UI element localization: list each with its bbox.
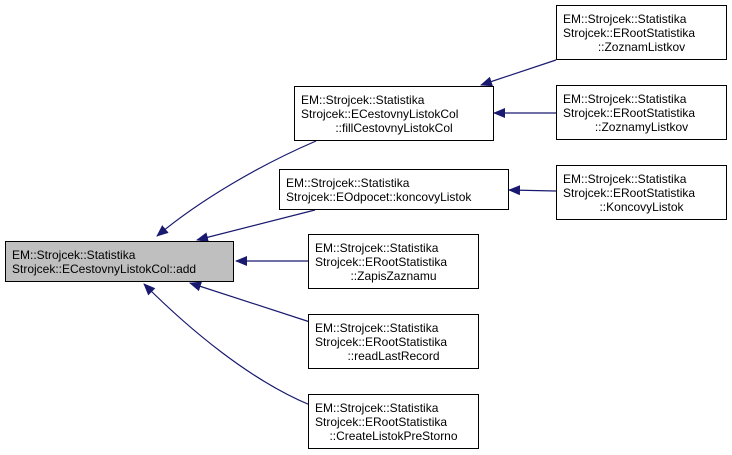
edge-fill-to-add (156, 140, 317, 237)
node-line: EM::Strojcek::Statistika (563, 91, 687, 106)
edge-readlast-to-add (189, 281, 311, 323)
node-line: Strojcek::ECestovnyListokCol::add (12, 261, 197, 276)
node-line: ::CreateListokPreStorno (329, 428, 458, 443)
node-line: Strojcek::ERootStatistika (563, 25, 696, 40)
node-line: Strojcek::ERootStatistika (315, 254, 448, 269)
node-line: ::ZapisZaznamu (350, 268, 437, 283)
node-add[interactable]: EM::Strojcek::Statistika Strojcek::ECest… (5, 241, 234, 282)
node-read-last-record[interactable]: EM::Strojcek::Statistika Strojcek::ERoot… (308, 314, 479, 369)
node-line: Strojcek::ERootStatistika (315, 334, 448, 349)
node-zapis-zaznamu[interactable]: EM::Strojcek::Statistika Strojcek::ERoot… (308, 234, 479, 289)
node-line: EM::Strojcek::Statistika (563, 171, 687, 186)
node-line: ::readLastRecord (347, 348, 440, 363)
node-line: ::fillCestovnyListokCol (335, 120, 453, 135)
node-line: ::KoncovyListok (599, 199, 684, 214)
node-line: ::ZoznamListkov (597, 39, 686, 54)
node-line: Strojcek::EOdpocet::koncovyListok (286, 189, 472, 204)
edge-odpocet-to-add (196, 209, 316, 243)
node-line: Strojcek::ERootStatistika (563, 185, 696, 200)
node-line: EM::Strojcek::Statistika (315, 240, 439, 255)
node-line: Strojcek::ECestovnyListokCol (301, 106, 459, 121)
node-line: EM::Strojcek::Statistika (12, 247, 136, 262)
node-line: EM::Strojcek::Statistika (315, 400, 439, 415)
node-zoznamy-listkov[interactable]: EM::Strojcek::Statistika Strojcek::ERoot… (556, 85, 727, 140)
node-fill-cestovny-listok-col[interactable]: EM::Strojcek::Statistika Strojcek::ECest… (294, 86, 494, 141)
node-root-koncovy-listok[interactable]: EM::Strojcek::Statistika Strojcek::ERoot… (556, 165, 727, 220)
node-eodpocet-koncovy-listok[interactable]: EM::Strojcek::Statistika Strojcek::EOdpo… (279, 169, 509, 210)
edge-create-to-add (143, 283, 311, 406)
node-line: EM::Strojcek::Statistika (315, 320, 439, 335)
edge-zoznam-to-fill (480, 59, 557, 87)
node-create-listok-pre-storno[interactable]: EM::Strojcek::Statistika Strojcek::ERoot… (308, 394, 479, 449)
node-zoznam-listkov[interactable]: EM::Strojcek::Statistika Strojcek::ERoot… (556, 5, 727, 60)
node-line: Strojcek::ERootStatistika (563, 105, 696, 120)
node-line: EM::Strojcek::Statistika (563, 11, 687, 26)
node-line: EM::Strojcek::Statistika (286, 175, 410, 190)
node-line: Strojcek::ERootStatistika (315, 414, 448, 429)
node-line: ::ZoznamyListkov (594, 119, 689, 134)
node-line: EM::Strojcek::Statistika (301, 92, 425, 107)
edge-koncovy-to-odpocet (508, 185, 557, 196)
